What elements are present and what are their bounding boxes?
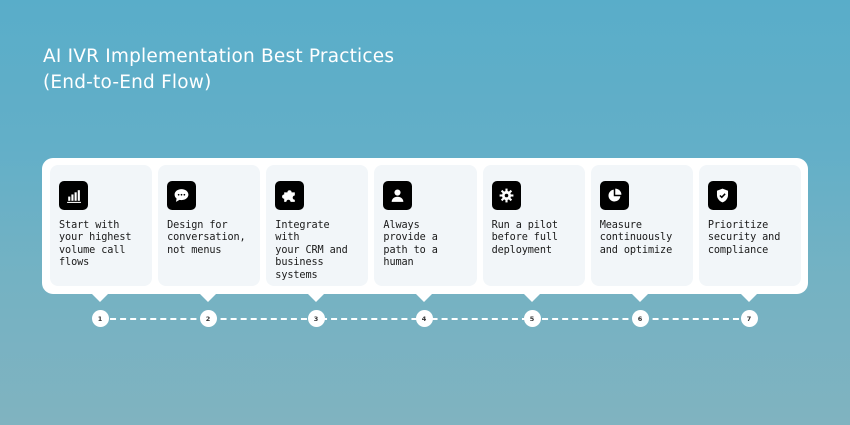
step-text: Design for conversation, not menus <box>167 220 246 256</box>
step-text: Integrate with your CRM and business sys… <box>275 220 348 281</box>
step-number-2: 2 <box>199 310 217 327</box>
pointer-4 <box>415 293 433 302</box>
step-card-7: Prioritize security and compliance <box>698 165 801 286</box>
step-card-1: Start with your highest volume call flow… <box>50 165 153 286</box>
step-number-1: 1 <box>91 310 109 327</box>
pointer-6 <box>631 293 649 302</box>
pie-chart-icon <box>599 181 629 210</box>
step-number-5: 5 <box>523 310 541 327</box>
step-card-6: Measure continuously and optimize <box>590 165 693 286</box>
step-card-2: Design for conversation, not menus <box>158 165 261 286</box>
pointer-3 <box>307 293 325 302</box>
chat-bubble-icon <box>167 181 197 210</box>
puzzle-icon <box>275 181 305 210</box>
step-number-4: 4 <box>415 310 433 327</box>
bar-chart-icon <box>59 181 88 210</box>
page-title: AI IVR Implementation Best Practices (En… <box>43 44 394 96</box>
step-number-6: 6 <box>631 310 649 327</box>
step-text: Prioritize security and compliance <box>707 220 781 256</box>
step-text: Start with your highest volume call flow… <box>59 220 132 269</box>
pointer-7 <box>740 293 758 302</box>
pointer-5 <box>523 293 541 302</box>
step-number-3: 3 <box>307 310 325 327</box>
step-text: Run a pilot before full deployment <box>491 220 558 256</box>
pointer-2 <box>199 293 217 302</box>
step-text: Always provide a path to a human <box>383 220 438 269</box>
gear-icon <box>491 181 521 210</box>
title-line-1: AI IVR Implementation Best Practices <box>43 46 395 67</box>
step-card-3: Integrate with your CRM and business sys… <box>266 165 369 286</box>
user-icon <box>383 181 413 210</box>
step-card-5: Run a pilot before full deployment <box>482 165 585 286</box>
step-number-7: 7 <box>740 310 758 327</box>
title-line-2: (End-to-End Flow) <box>43 72 212 93</box>
shield-check-icon <box>707 181 737 210</box>
step-text: Measure continuously and optimize <box>599 220 673 256</box>
pointer-1 <box>91 293 109 302</box>
step-card-4: Always provide a path to a human <box>374 165 477 286</box>
steps-cards: Start with your highest volume call flow… <box>50 165 801 286</box>
